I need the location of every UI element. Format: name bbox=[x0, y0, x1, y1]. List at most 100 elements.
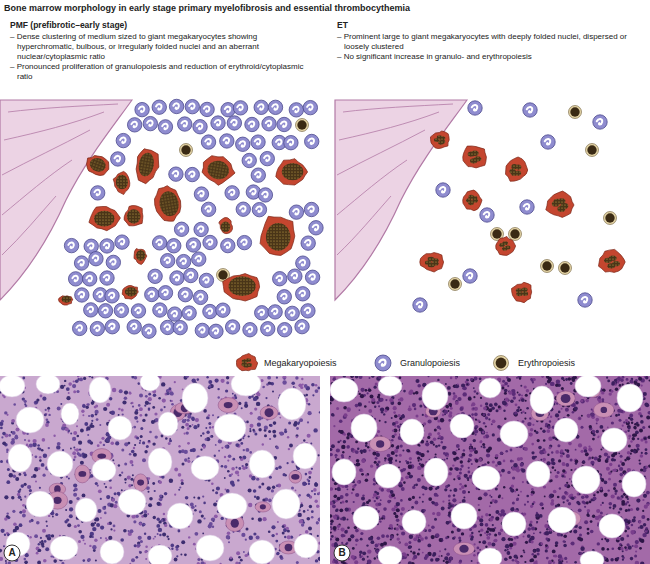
megakaryocyte-cytoplasm bbox=[223, 274, 260, 301]
cell-nucleus bbox=[271, 525, 275, 529]
cell-nucleus bbox=[55, 513, 58, 516]
granulocyte bbox=[145, 287, 159, 301]
cell-nucleus bbox=[187, 415, 191, 419]
fat-cell bbox=[47, 451, 73, 477]
granulocyte-nucleus bbox=[255, 139, 260, 145]
granulocyte bbox=[268, 305, 282, 319]
cell-nucleus bbox=[516, 498, 519, 501]
cell-nucleus bbox=[221, 465, 224, 468]
cell-nucleus bbox=[330, 488, 332, 490]
cell-nucleus bbox=[276, 377, 278, 379]
cell-nucleus bbox=[566, 464, 569, 467]
granulocyte-nucleus bbox=[220, 307, 225, 313]
cell-nucleus bbox=[182, 419, 186, 423]
cell-nucleus bbox=[84, 543, 86, 545]
cell-nucleus bbox=[130, 531, 132, 533]
cell-nucleus bbox=[244, 404, 248, 408]
megakaryocyte bbox=[134, 249, 147, 265]
cell-nucleus bbox=[94, 406, 97, 409]
granulocyte-nucleus bbox=[225, 243, 230, 249]
cell-nucleus bbox=[174, 468, 178, 472]
granulocyte bbox=[75, 288, 89, 302]
cell-nucleus bbox=[205, 427, 207, 429]
cell-nucleus bbox=[139, 408, 142, 411]
cell-nucleus bbox=[206, 431, 209, 434]
cell-nucleus bbox=[142, 458, 146, 462]
cell-nucleus bbox=[114, 492, 117, 495]
megakaryocyte-nucleus bbox=[62, 296, 72, 303]
cell-nucleus bbox=[73, 431, 77, 435]
cell-nucleus bbox=[73, 483, 77, 487]
megakaryocyte-nucleus-lobe bbox=[471, 151, 478, 156]
granulocyte-nucleus bbox=[180, 259, 185, 265]
cell-nucleus bbox=[143, 523, 145, 525]
cell-nucleus bbox=[76, 448, 80, 452]
cell-nucleus bbox=[161, 435, 164, 438]
cell-nucleus bbox=[20, 499, 22, 501]
cell-nucleus bbox=[186, 431, 189, 434]
granulocyte-nucleus bbox=[188, 272, 193, 278]
cell-nucleus bbox=[70, 432, 72, 434]
granulocyte-nucleus bbox=[189, 171, 194, 177]
megakaryocyte-cytoplasm bbox=[134, 249, 147, 265]
fat-cell bbox=[196, 535, 224, 561]
cell-nucleus bbox=[91, 523, 95, 527]
cell-nucleus bbox=[73, 490, 75, 492]
granulocyte-nucleus bbox=[440, 187, 445, 193]
cell-nucleus bbox=[234, 394, 236, 396]
cell-nucleus bbox=[179, 486, 181, 488]
cell-nucleus bbox=[69, 514, 73, 518]
cell-nucleus bbox=[135, 515, 138, 518]
cell-nucleus bbox=[201, 561, 205, 564]
cell-nucleus bbox=[13, 403, 16, 406]
cell-nucleus bbox=[254, 496, 256, 498]
cell-nucleus bbox=[581, 426, 584, 429]
et-schematic bbox=[413, 101, 625, 312]
cell-nucleus bbox=[178, 450, 181, 453]
granulocyte bbox=[169, 167, 183, 181]
cell-nucleus bbox=[36, 521, 40, 525]
cell-nucleus bbox=[77, 435, 80, 438]
cell-nucleus bbox=[251, 517, 254, 520]
cell-nucleus bbox=[91, 414, 95, 418]
cell-nucleus bbox=[118, 464, 120, 466]
granulocyte bbox=[105, 289, 119, 303]
megakaryocyte-nucleus bbox=[229, 276, 256, 296]
cell-nucleus bbox=[307, 494, 311, 498]
granulocyte-nucleus bbox=[276, 276, 281, 282]
cell-nucleus bbox=[295, 376, 298, 379]
cell-nucleus bbox=[239, 456, 242, 459]
cell-nucleus bbox=[1, 529, 5, 533]
cell-nucleus bbox=[69, 508, 72, 511]
megakaryocyte bbox=[260, 216, 295, 255]
cell-nucleus bbox=[78, 540, 81, 543]
cell-nucleus bbox=[202, 533, 204, 535]
granulocyte-nucleus bbox=[102, 308, 107, 314]
megakaryocyte-nucleus bbox=[266, 223, 290, 251]
cell-nucleus bbox=[157, 533, 159, 535]
cell-nucleus bbox=[74, 488, 78, 492]
granulocyte bbox=[100, 239, 114, 253]
cell-nucleus bbox=[73, 493, 77, 497]
megakaryocyte bbox=[276, 159, 308, 185]
megakaryocyte-nucleus-lobe bbox=[521, 288, 527, 292]
granulocyte bbox=[98, 304, 112, 318]
cell-nucleus bbox=[145, 414, 148, 417]
fat-cell bbox=[231, 376, 261, 396]
granulocyte-nucleus bbox=[139, 107, 144, 113]
cell-nucleus bbox=[197, 426, 199, 428]
cell-nucleus bbox=[4, 534, 6, 536]
cell-nucleus bbox=[66, 476, 68, 478]
erythroblast-nucleus bbox=[297, 120, 306, 129]
cell-nucleus bbox=[132, 474, 134, 476]
granulocyte-nucleus bbox=[88, 243, 93, 249]
cell-nucleus bbox=[319, 411, 320, 413]
granulocyte bbox=[148, 269, 162, 283]
cell-nucleus bbox=[140, 427, 143, 430]
cell-nucleus bbox=[43, 474, 46, 477]
cell-nucleus bbox=[139, 394, 143, 398]
granulocyte-nucleus bbox=[178, 226, 183, 232]
cell-nucleus bbox=[200, 449, 202, 451]
granulocyte-nucleus bbox=[147, 121, 152, 127]
cell-nucleus bbox=[29, 489, 32, 492]
